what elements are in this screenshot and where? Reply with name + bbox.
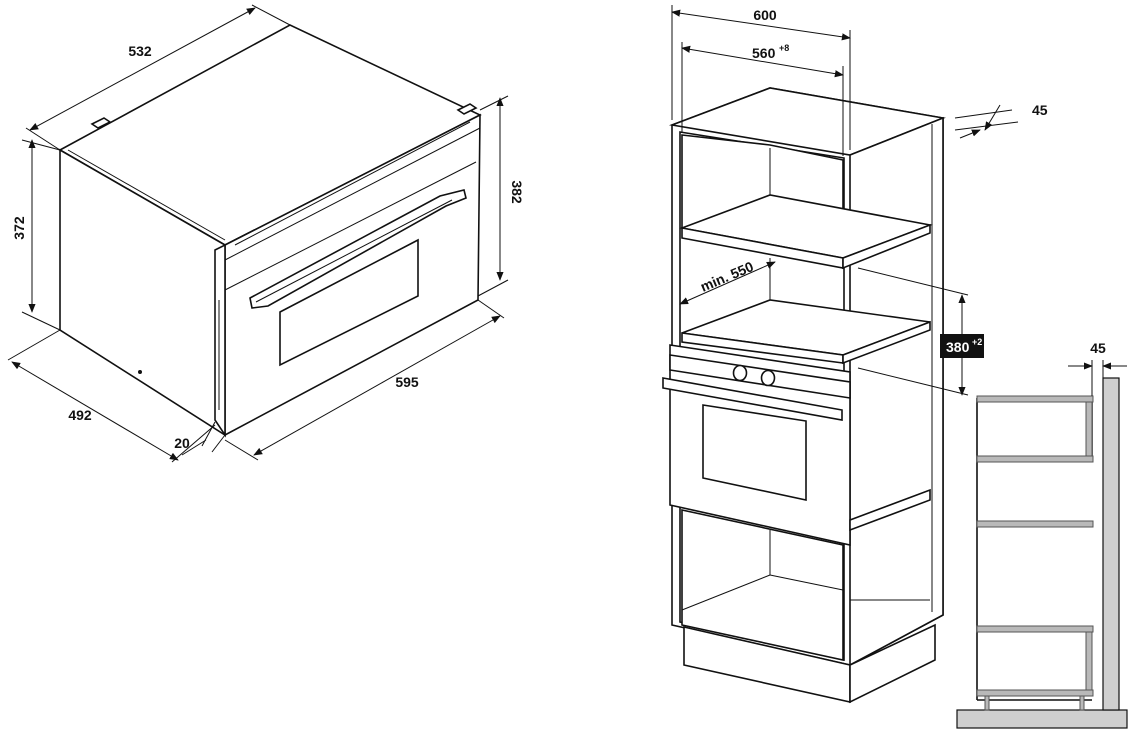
- floor: [956, 709, 1128, 729]
- oven-depth-label: 532: [128, 43, 152, 59]
- cabinet-plinth-side: [849, 623, 936, 704]
- wall: [1102, 377, 1120, 711]
- side-shelf-5: [976, 689, 1094, 697]
- side-gap-label: 45: [1090, 340, 1106, 356]
- side-back-rail-1: [1085, 401, 1093, 457]
- built-in-oven-handle: [662, 377, 843, 421]
- cabinet-drawing: [662, 87, 946, 704]
- cabinet-inner-width-label: 560: [752, 45, 776, 61]
- oven-width-label: 595: [395, 374, 419, 390]
- cabinet-dimensions: 600 560 +8 min. 550 380 +2 45: [671, 5, 1048, 396]
- built-in-oven-window: [702, 404, 807, 501]
- oven-knob-right: [760, 369, 776, 387]
- compartment-bottom: [681, 509, 844, 661]
- shelf-middle-side: [842, 320, 931, 365]
- niche-height-badge: [940, 334, 984, 358]
- side-back-rail-2: [1085, 631, 1093, 691]
- built-in-oven-control-panel: [669, 354, 851, 399]
- shelf-top-side: [842, 223, 931, 270]
- side-shelf-2: [976, 455, 1094, 463]
- side-view-drawing: 45: [956, 340, 1128, 729]
- cabinet-outer-width-label: 600: [753, 7, 777, 23]
- oven-rear-tab-right: [456, 103, 478, 115]
- cabinet-niche-height-label: 380: [946, 339, 970, 355]
- oven-front-height-label: 382: [509, 180, 525, 204]
- oven-knob-left: [732, 364, 748, 382]
- oven-front-offset-label: 20: [174, 435, 190, 451]
- oven-side-depth-label: 492: [68, 407, 92, 423]
- cabinet-right-side: [849, 116, 944, 667]
- oven-front-edge: [214, 243, 226, 438]
- oven-dimensions: 532 372 382 595 492 20: [7, 4, 525, 463]
- oven-height-label: 372: [11, 216, 27, 240]
- cabinet-niche-height-tolerance: +2: [972, 337, 982, 347]
- side-shelf-3: [976, 520, 1094, 528]
- cabinet-inner-width-tolerance: +8: [779, 43, 789, 53]
- side-leg-back: [1079, 695, 1085, 711]
- side-shelf-1: [976, 395, 1094, 403]
- side-shelf-4: [976, 625, 1094, 633]
- cabinet-gap-label: 45: [1032, 102, 1048, 118]
- side-leg-front: [984, 695, 990, 711]
